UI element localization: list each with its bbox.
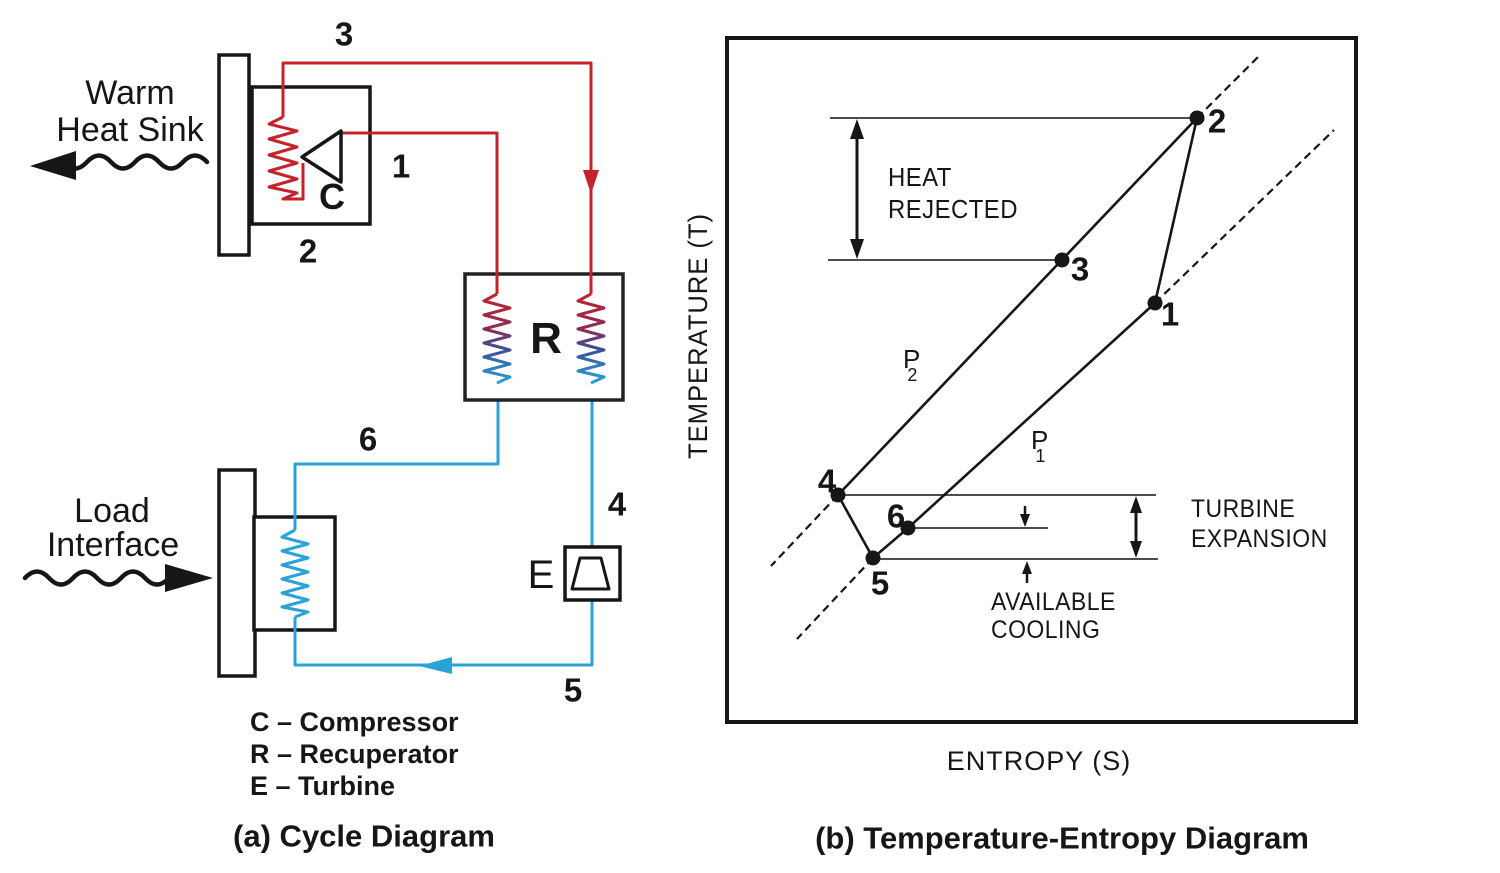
available-cooling-label-line1: AVAILABLE [991,588,1116,616]
heat-sink-coil [267,115,305,201]
recuperator-coils [482,292,606,385]
entropy-axis-label: ENTROPY (S) [946,746,1132,776]
legend-turbine: E – Turbine [250,771,396,801]
cooling-marker-arrows-icon [1020,506,1032,583]
cycle-point-label-5: 5 [563,671,583,709]
isobar-label-p1: P1 [1031,425,1049,466]
temperature-axis-label: TEMPERATURE (T) [683,212,713,460]
warm-heat-sink-arrow-icon [30,151,210,180]
turbine-letter: E [527,553,555,597]
ts-point-label-3: 3 [1070,250,1090,288]
ts-reference-lines [828,117,1197,560]
compressor-letter: C [319,176,345,217]
ts-frame [725,36,1358,724]
ts-point-label-4: 4 [817,462,837,500]
cycle-point-label-1: 1 [391,147,411,185]
warm-heat-sink-label-line2: Heat Sink [56,111,204,149]
flow-arrow-down-icon [583,170,599,194]
flow-arrow-left-icon [419,657,452,674]
turbine-symbol [570,556,611,591]
heat-sink-bar [217,53,251,257]
cycle-point-label-4: 4 [607,485,627,523]
load-box [252,515,337,632]
ts-point-label-2: 2 [1207,102,1227,140]
ts-point-label-5: 5 [870,564,890,602]
ts-process-lines [836,117,1199,559]
warm-heat-sink-label-line1: Warm [85,74,175,112]
recuperator-letter: R [530,314,562,363]
available-cooling-label-line2: COOLING [991,616,1101,644]
load-interface-label-line2: Interface [46,526,180,564]
cycle-point-label-3: 3 [334,15,354,53]
heat-rejected-label-line2: REJECTED [888,194,1018,224]
ts-state-dots [830,110,1205,566]
ts-isobar-p2 [770,53,1262,567]
legend-compressor: C – Compressor [250,707,459,737]
isobar-p1-subscript: 1 [1035,446,1046,466]
compressor-symbol [300,129,343,184]
load-interface-arrow-icon [22,564,213,592]
heat-rejected-arrow-icon [850,119,864,259]
load-coil [280,528,310,619]
turbine-box [563,545,622,602]
cycle-point-label-6: 6 [358,420,378,458]
ts-point-label-1: 1 [1160,295,1180,333]
isobar-p2-letter: P [903,344,921,374]
turbine-expansion-label-line2: EXPANSION [1191,525,1328,553]
turbine-expansion-arrow-icon [1130,496,1142,558]
legend-recuperator: R – Recuperator [250,739,459,769]
isobar-p1-letter: P [1031,425,1049,455]
ts-point-label-6: 6 [886,497,906,535]
load-interface-label-line1: Load [74,492,150,530]
hot-line-1 [341,131,499,294]
isobar-p2-subscript: 2 [907,365,918,385]
turbine-expansion-label-line1: TURBINE [1191,495,1296,523]
load-bar [217,468,257,678]
caption-ts-diagram: (b) Temperature-Entropy Diagram [815,820,1309,856]
caption-cycle-diagram: (a) Cycle Diagram [233,818,495,854]
isobar-label-p2: P2 [903,344,921,385]
heat-rejected-label-line1: HEAT [888,162,952,192]
cycle-point-label-2: 2 [298,232,318,270]
